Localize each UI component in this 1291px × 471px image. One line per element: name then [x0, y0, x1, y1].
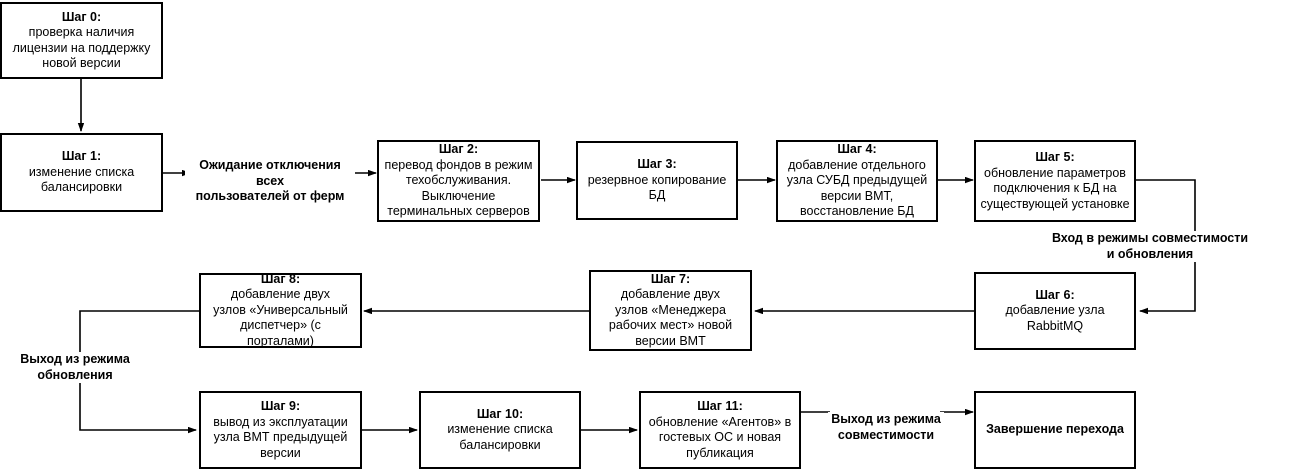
- node-step3[interactable]: Шаг 3: резервное копирование БД: [576, 141, 738, 220]
- node-step9[interactable]: Шаг 9: вывод из эксплуатации узла ВМТ пр…: [199, 391, 362, 469]
- node-step11-body: обновление «Агентов» в гостевых ОС и нов…: [648, 414, 792, 460]
- node-step9-title: Шаг 9:: [260, 399, 301, 413]
- node-step3-body: резервное копирование БД: [587, 172, 727, 203]
- node-step7[interactable]: Шаг 7: добавление двух узлов «Менеджера …: [589, 270, 752, 351]
- edge-label-enter-compat: Вход в режимы совместимости и обновления: [1050, 231, 1250, 262]
- node-step5-body: обновление параметров подключения к БД н…: [980, 165, 1130, 211]
- node-finish[interactable]: Завершение перехода: [974, 391, 1136, 469]
- node-step11-title: Шаг 11:: [697, 399, 743, 413]
- node-step4[interactable]: Шаг 4: добавление отдельного узла СУБД п…: [776, 140, 938, 222]
- node-step4-body: добавление отдельного узла СУБД предыдущ…: [786, 157, 928, 219]
- node-step8-title: Шаг 8:: [260, 271, 301, 286]
- node-step1-title: Шаг 1:: [61, 149, 102, 164]
- edge-label-exit-compat: Выход из режима совместимости: [828, 412, 944, 443]
- node-step2-body: перевод фондов в режим техобслуживания. …: [384, 157, 533, 219]
- node-step2[interactable]: Шаг 2: перевод фондов в режим техобслужи…: [377, 140, 540, 222]
- node-step2-title: Шаг 2:: [438, 142, 479, 157]
- node-step6[interactable]: Шаг 6: добавление узла RabbitMQ: [974, 272, 1136, 350]
- node-step5-title: Шаг 5:: [1035, 150, 1075, 164]
- node-step5[interactable]: Шаг 5: обновление параметров подключения…: [974, 140, 1136, 222]
- node-step4-title: Шаг 4:: [837, 142, 877, 157]
- node-step3-title: Шаг 3:: [637, 157, 677, 172]
- node-step6-title: Шаг 6:: [1035, 287, 1075, 302]
- node-step0[interactable]: Шаг 0: проверка наличия лицензии на подд…: [0, 2, 163, 79]
- node-step1[interactable]: Шаг 1: изменение списка балансировки: [0, 133, 163, 212]
- edge-label-exit-update: Выход из режима обновления: [10, 352, 140, 383]
- node-step8-body: добавление двух узлов «Универсальный дис…: [213, 287, 348, 348]
- node-step10-body: изменение списка балансировки: [447, 422, 553, 452]
- node-step0-body: проверка наличия лицензии на поддержку н…: [12, 25, 151, 70]
- node-step10[interactable]: Шаг 10: изменение списка балансировки: [419, 391, 581, 469]
- node-step0-title: Шаг 0:: [61, 9, 102, 24]
- node-step7-body: добавление двух узлов «Менеджера рабочих…: [608, 287, 733, 348]
- node-step7-title: Шаг 7:: [650, 271, 691, 286]
- node-finish-title: Завершение перехода: [986, 422, 1124, 437]
- node-step6-body: добавление узла RabbitMQ: [1005, 303, 1105, 333]
- node-step1-body: изменение списка балансировки: [28, 164, 135, 195]
- node-step8[interactable]: Шаг 8: добавление двух узлов «Универсаль…: [199, 271, 362, 348]
- node-step11[interactable]: Шаг 11: обновление «Агентов» в гостевых …: [639, 391, 801, 469]
- node-step10-title: Шаг 10:: [476, 406, 524, 421]
- node-step9-body: вывод из эксплуатации узла ВМТ предыдуще…: [213, 414, 348, 460]
- edge-label-wait-users: Ожидание отключения всех пользователей о…: [185, 158, 355, 205]
